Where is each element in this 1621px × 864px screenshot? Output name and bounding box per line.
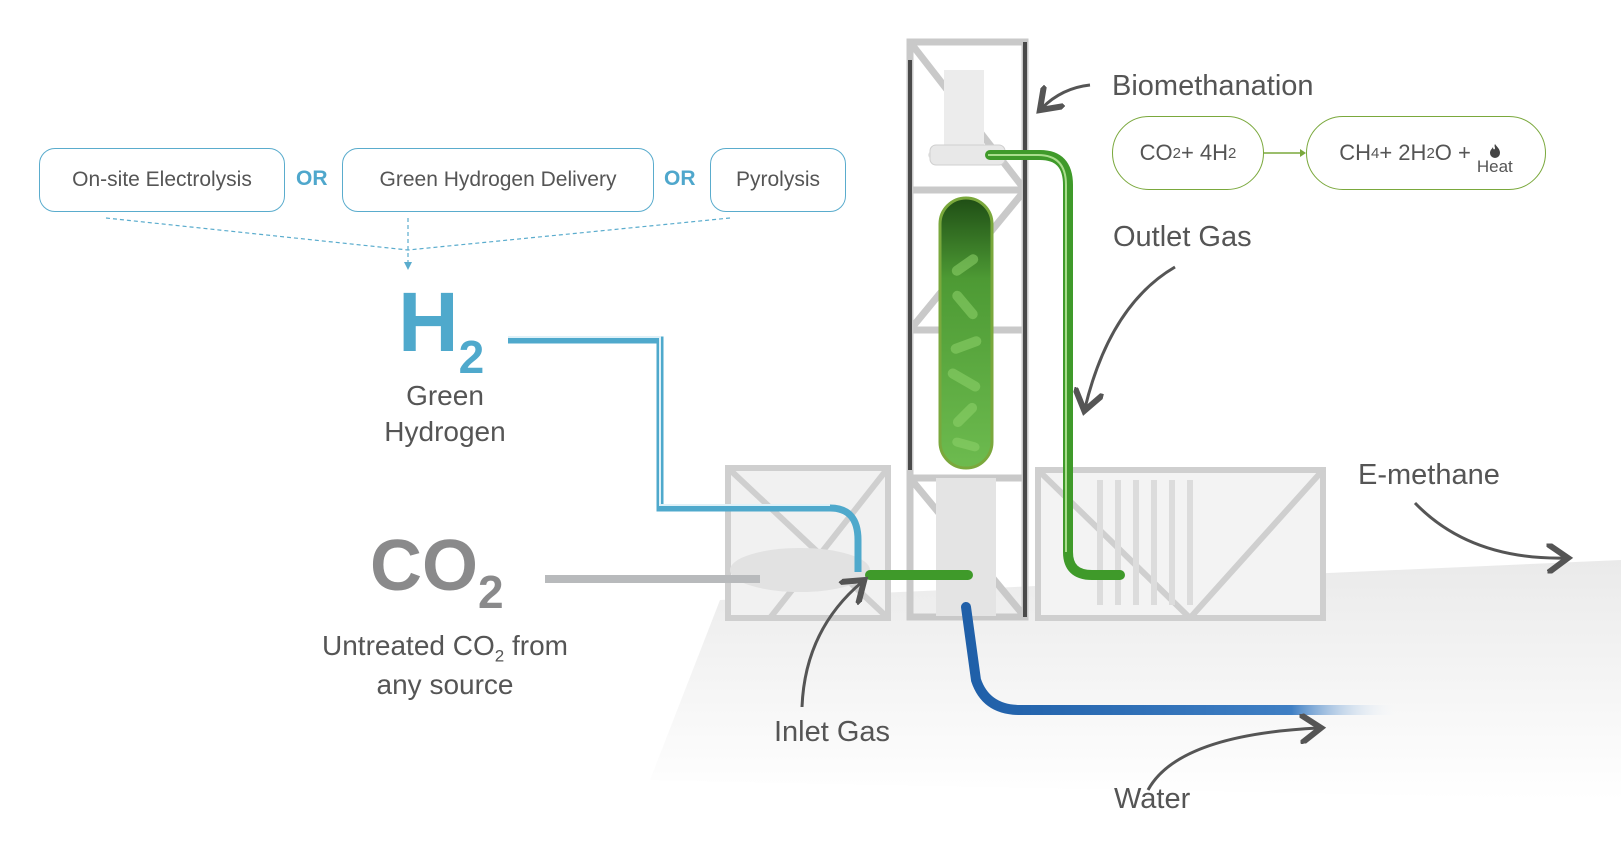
or-separator: OR — [664, 167, 696, 190]
reactor-lower-vessel — [936, 478, 996, 616]
co2-caption-sub: 2 — [494, 646, 505, 666]
source-onsite-electrolysis: On-site Electrolysis — [39, 148, 285, 212]
or-separator: OR — [296, 167, 328, 190]
reactant-h-sub: 2 — [1228, 144, 1237, 162]
reactor-top-pipe — [944, 70, 984, 150]
water-arrow — [1146, 728, 1318, 791]
h2-caption: Green Hydrogen — [360, 378, 530, 450]
product-o: O + — [1434, 140, 1471, 165]
h2-subscript: 2 — [458, 331, 485, 383]
co2-caption-line2: any source — [376, 669, 514, 701]
co2-symbol: CO2 — [370, 530, 504, 615]
co2-caption-post: from — [504, 630, 568, 661]
heat-label: Heat — [1476, 156, 1513, 176]
product-h-sub: 2 — [1426, 144, 1435, 162]
product-h: + 2H — [1379, 140, 1427, 165]
hydrogen-pipe — [508, 336, 862, 572]
biomethanation-arrow — [1042, 83, 1091, 108]
bacteria-cells — [947, 254, 982, 452]
inlet-skid-frame — [725, 465, 891, 621]
floor-shadow — [650, 560, 1621, 800]
e-methane-arrow — [1413, 501, 1565, 558]
flame-icon — [1489, 143, 1500, 158]
water-pipe — [961, 602, 1405, 715]
h2-caption-line1: Green — [406, 380, 484, 411]
outlet-gas-label: Outlet Gas — [1113, 221, 1252, 253]
h2-symbol: H2 — [398, 280, 484, 380]
blower — [730, 548, 870, 592]
source-pyrolysis: Pyrolysis — [710, 148, 846, 212]
reactant-co-sub: 2 — [1172, 144, 1181, 162]
co2-caption: Untreated CO2 from any source — [290, 628, 600, 703]
co2-caption-line1: Untreated CO2 from — [290, 628, 600, 667]
source-label: Green Hydrogen Delivery — [379, 168, 617, 191]
source-connectors — [105, 217, 731, 265]
product-ch: CH — [1339, 140, 1371, 165]
co2-letters: CO — [370, 526, 478, 606]
source-label: On-site Electrolysis — [72, 168, 252, 191]
outlet-gas-arrow — [1085, 265, 1176, 408]
co2-subscript: 2 — [478, 566, 504, 618]
bacteria-capsule — [938, 196, 994, 470]
reactant-co: CO — [1139, 140, 1173, 165]
water-label: Water — [1114, 783, 1191, 815]
h2-letter: H — [398, 275, 459, 369]
outlet-skid-frame — [1035, 467, 1326, 621]
source-green-hydrogen-delivery: Green Hydrogen Delivery — [342, 148, 654, 212]
inlet-gas-label: Inlet Gas — [774, 716, 891, 748]
h2-caption-line2: Hydrogen — [384, 415, 506, 447]
heat-item: Heat — [1476, 143, 1513, 176]
biomethanation-title: Biomethanation — [1112, 70, 1314, 102]
reactant-h: + 4H — [1180, 140, 1229, 165]
filter-tubes — [1097, 480, 1193, 605]
source-label: Pyrolysis — [735, 168, 820, 191]
connector-arrowhead — [404, 262, 412, 270]
e-methane-label: E-methane — [1358, 459, 1500, 491]
co2-caption-pre: Untreated CO — [322, 630, 495, 661]
inlet-gas-arrow — [800, 582, 862, 708]
product-ch-sub: 4 — [1371, 144, 1380, 162]
